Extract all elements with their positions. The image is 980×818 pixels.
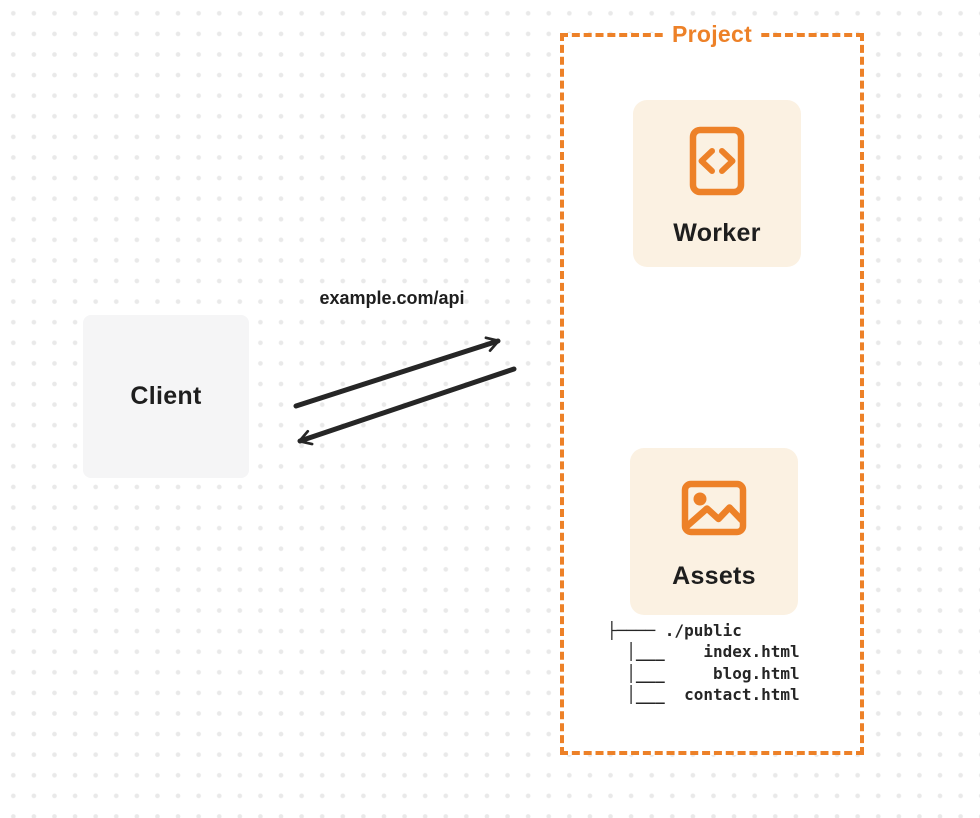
file-tree: ├──── ./public │___ index.html │___ blog… (607, 620, 800, 705)
client-label: Client (130, 382, 202, 410)
image-icon (681, 480, 747, 536)
worker-label: Worker (673, 219, 761, 247)
code-document-icon (689, 126, 745, 196)
project-boundary: Project Worker Assets ├──── ./public │__… (560, 21, 864, 755)
file-tree-line-contact: │___ contact.html (607, 684, 800, 704)
assets-label: Assets (672, 562, 756, 590)
assets-card: Assets (630, 448, 798, 615)
client-node: Client (83, 315, 249, 478)
request-url-label: example.com/api (319, 288, 465, 308)
file-tree-line-index: │___ index.html (607, 642, 800, 662)
worker-card: Worker (633, 100, 801, 267)
arrow-project-to-client (297, 366, 517, 446)
arrow-client-to-project (293, 336, 501, 409)
file-tree-line-public: ├──── ./public (607, 621, 742, 640)
file-tree-line-blog: │___ blog.html (607, 663, 800, 683)
project-title: Project (662, 21, 762, 48)
